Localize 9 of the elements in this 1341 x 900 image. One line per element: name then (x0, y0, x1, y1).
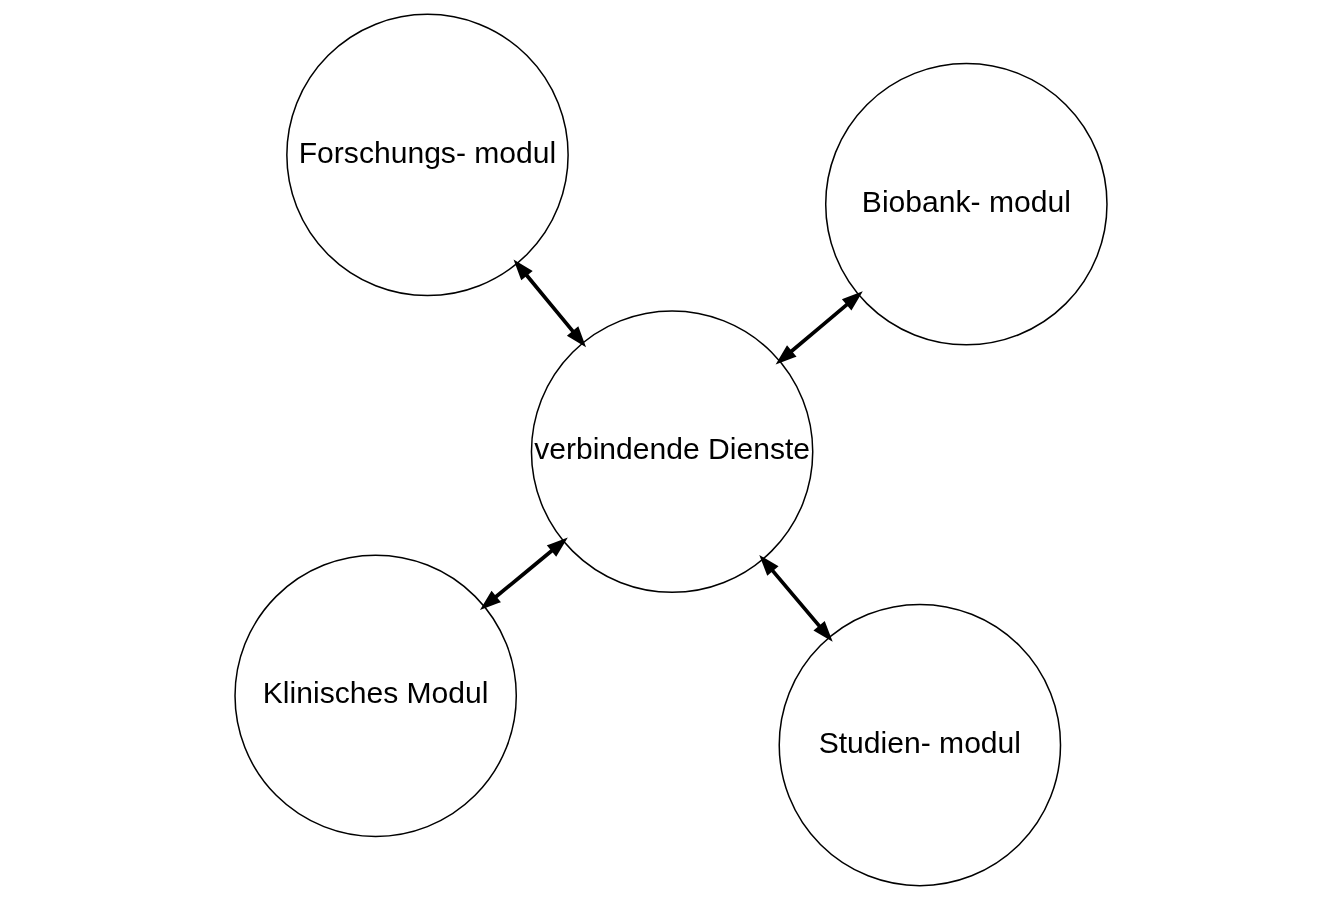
arrow (479, 537, 568, 610)
node-circle: Klinisches Modul (233, 554, 517, 838)
arrow (513, 259, 586, 348)
node-circle: Studien- modul (778, 603, 1061, 887)
arrow (775, 291, 863, 365)
node-circle: verbindende Dienste (530, 310, 813, 594)
node-circle: Biobank- modul (824, 62, 1108, 346)
arrow (758, 554, 833, 642)
node-circle: Forschungs- modul (285, 13, 569, 297)
